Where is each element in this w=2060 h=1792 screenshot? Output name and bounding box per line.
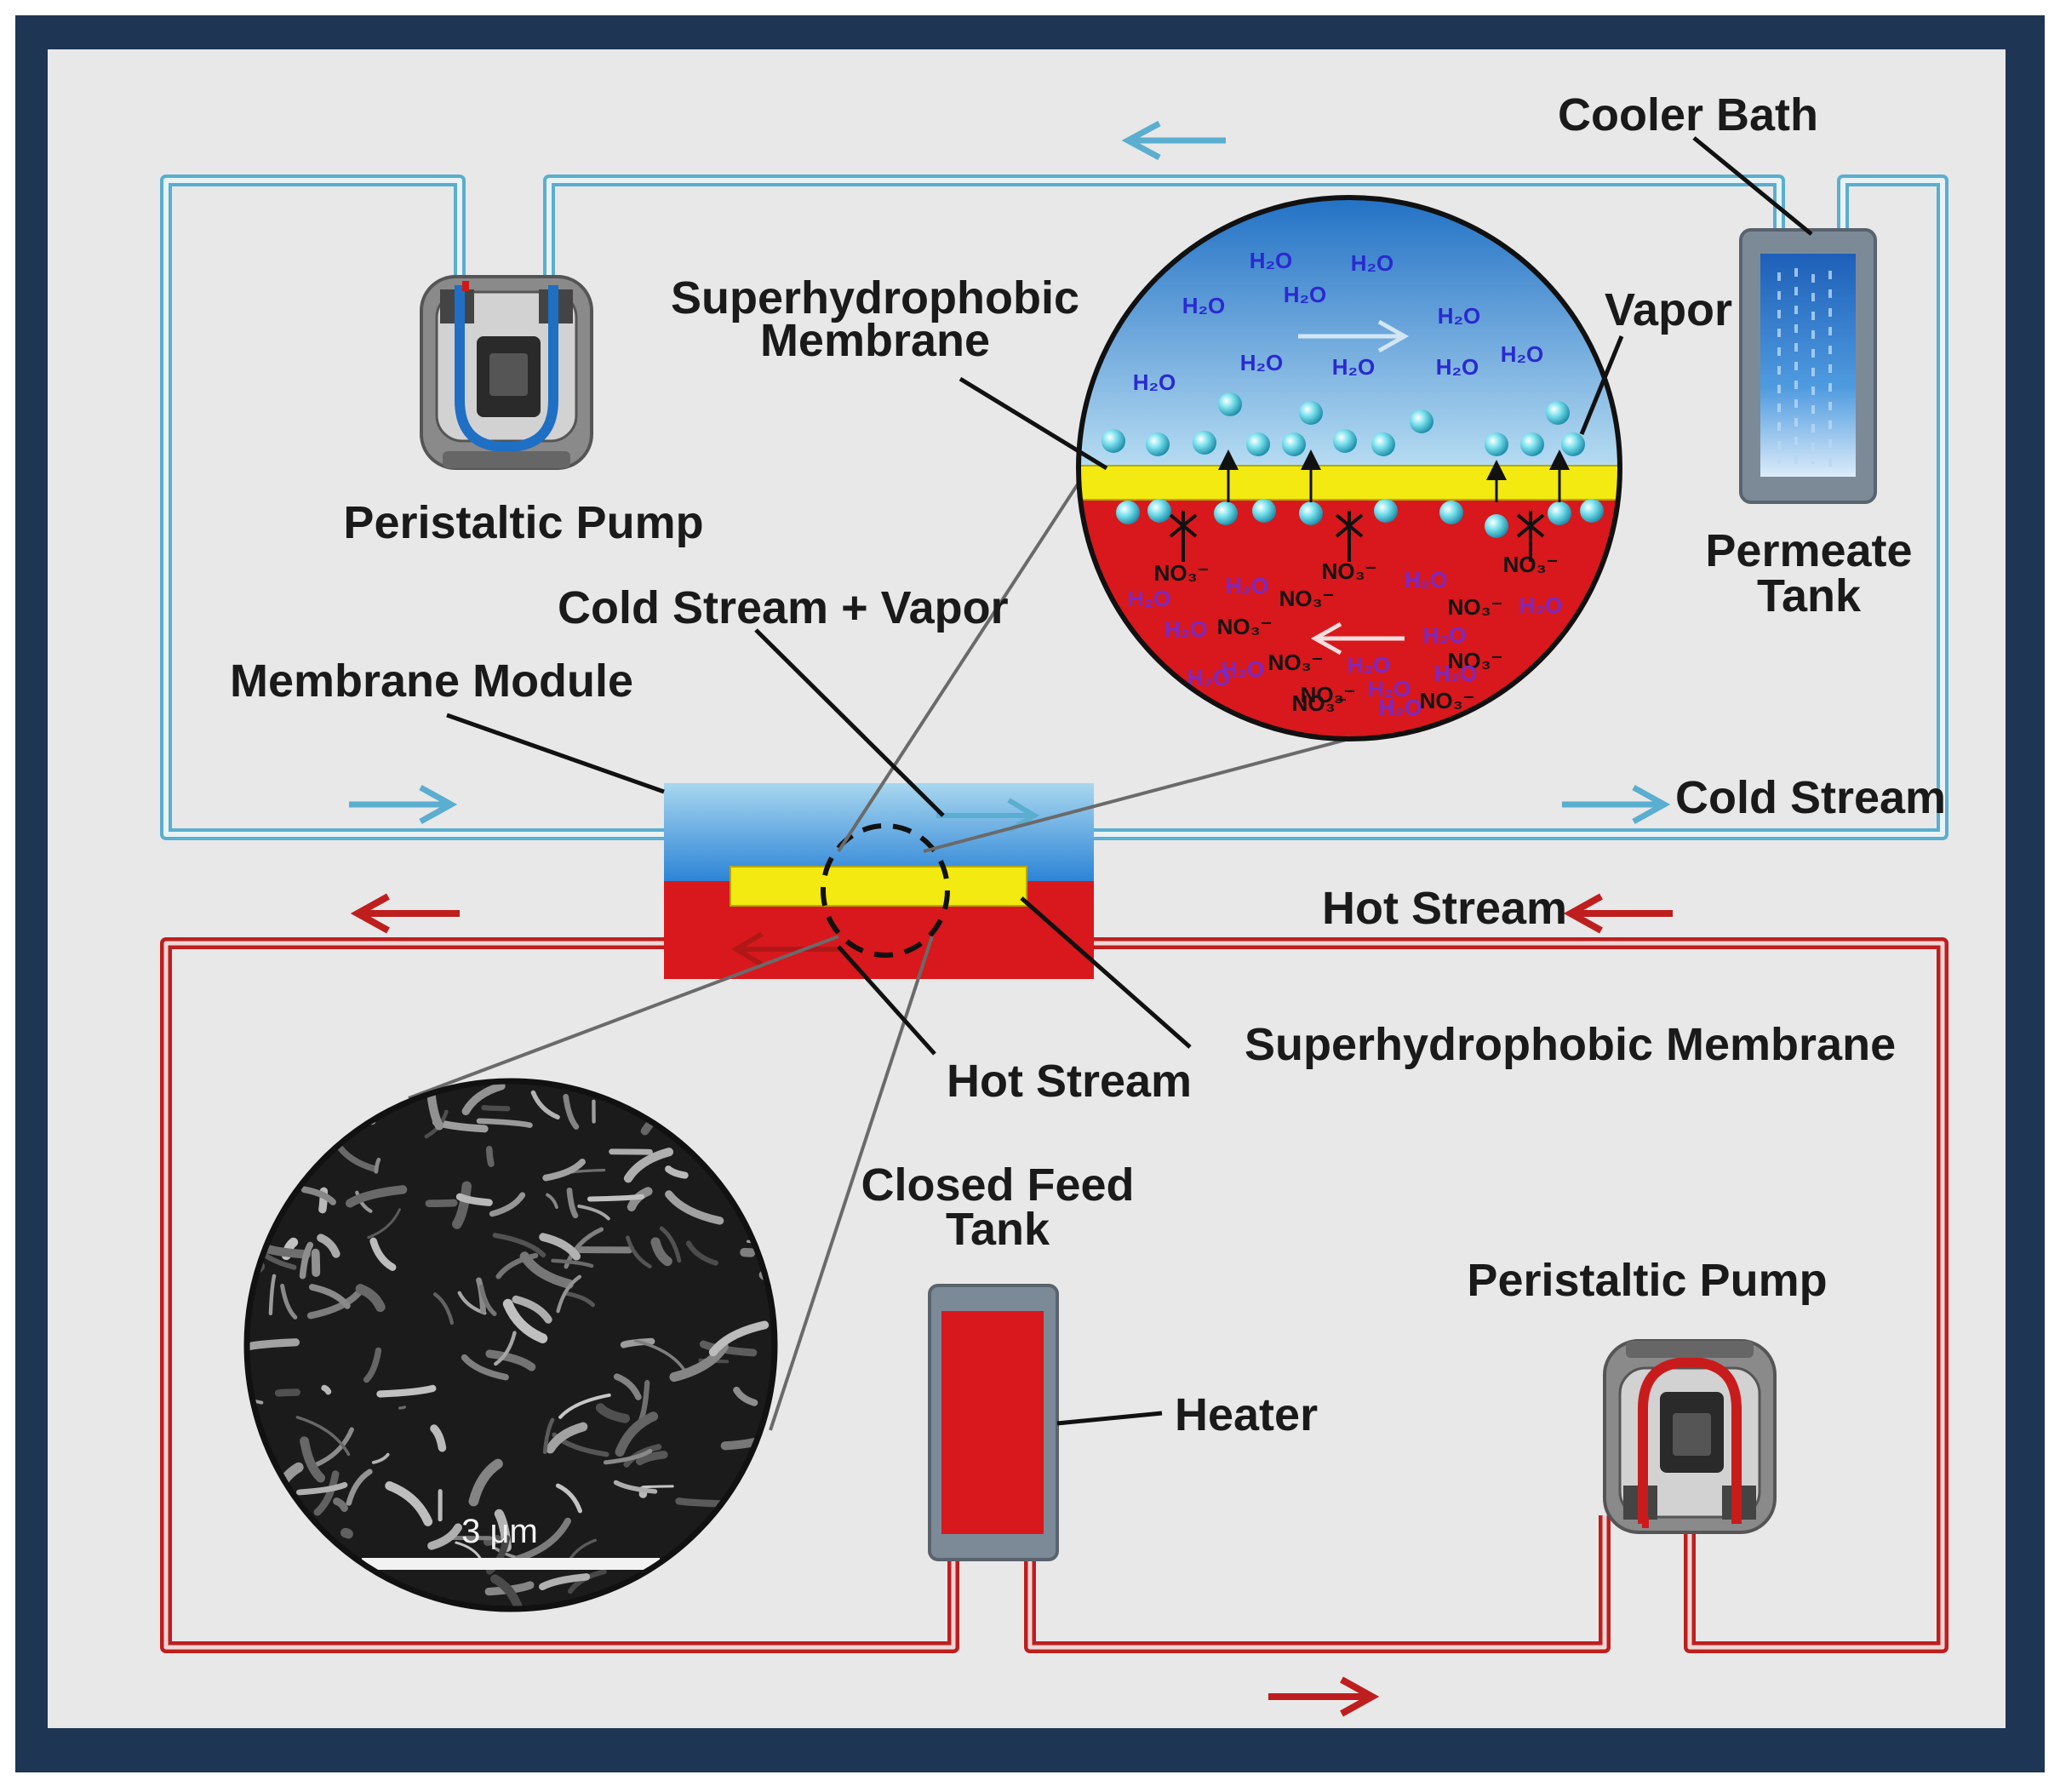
water-molecule-label: H₂O (1182, 293, 1226, 318)
vapor-label: Vapor (1605, 284, 1732, 335)
feed-tank-icon (930, 1285, 1057, 1560)
cooler-bath-label: Cooler Bath (1558, 89, 1818, 140)
sem-fiber (346, 1533, 348, 1534)
nitrate-ion-label: NO₃⁻ (1268, 650, 1324, 675)
sem-fiber (245, 1343, 295, 1348)
vapor-droplet (1374, 499, 1398, 523)
hot-stream-label: Hot Stream (1322, 883, 1567, 934)
scale-bar-label: 3 μm (461, 1513, 538, 1550)
permeate-tank-label-line2: Tank (1757, 570, 1862, 621)
vapor-droplet (1546, 401, 1570, 425)
water-molecule-label: H₂O (1423, 622, 1467, 648)
water-molecule-label: H₂O (1501, 341, 1544, 367)
vapor-droplet (1218, 392, 1242, 416)
water-molecule-label: H₂O (1438, 303, 1481, 329)
water-molecule-label: H₂O (1434, 661, 1478, 686)
sem-fiber (400, 1407, 405, 1408)
nitrate-ion-label: NO₃⁻ (1448, 594, 1503, 620)
vapor-droplet (1252, 499, 1276, 523)
water-molecule-label: H₂O (1405, 567, 1448, 593)
water-molecule-label: H₂O (1348, 652, 1391, 678)
vapor-droplet (1116, 501, 1140, 524)
water-molecule-label: H₂O (1133, 369, 1176, 395)
water-molecule-label: H₂O (1128, 586, 1171, 611)
sem-fiber (590, 1197, 642, 1199)
vapor-droplet (1282, 432, 1306, 456)
peristaltic-pump-top-label: Peristaltic Pump (343, 497, 703, 548)
nitrate-ion-label: NO₃⁻ (1301, 682, 1356, 707)
water-molecule-label: H₂O (1284, 282, 1327, 307)
vapor-droplet (1410, 409, 1433, 433)
nitrate-ion-label: NO₃⁻ (1154, 560, 1210, 586)
water-molecule-label: H₂O (1187, 665, 1231, 690)
cold-stream-vapor-label: Cold Stream + Vapor (558, 582, 1009, 633)
vapor-droplet (1299, 401, 1323, 425)
permeate-tank-label: Permeate (1705, 525, 1912, 576)
vapor-droplet (1439, 501, 1463, 524)
sem-fiber (316, 1253, 317, 1273)
sem-fiber (278, 1393, 297, 1394)
vapor-droplet (1147, 499, 1171, 523)
superhydrophobic-membrane-label-line2: Membrane (760, 315, 990, 366)
closed-feed-tank-label: Closed Feed (861, 1159, 1134, 1211)
nitrate-ion-label: NO₃⁻ (1217, 614, 1273, 639)
vapor-droplet (1193, 431, 1216, 455)
sem-fiber (324, 1388, 329, 1391)
water-molecule-label: H₂O (1164, 616, 1208, 642)
sem-fiber (429, 1203, 454, 1204)
closed-feed-tank-label-line2: Tank (946, 1204, 1050, 1255)
vapor-droplet (1485, 432, 1508, 456)
water-molecule-label: H₂O (1240, 350, 1284, 375)
water-molecule-label: H₂O (1351, 250, 1394, 276)
water-molecule-label: H₂O (1379, 695, 1422, 720)
water-molecule-label: H₂O (1332, 354, 1376, 380)
water-molecule-label: H₂O (1250, 248, 1293, 273)
vapor-droplet (1146, 432, 1170, 456)
nitrate-ion-label: NO₃⁻ (1322, 558, 1377, 584)
nitrate-ion-label: NO₃⁻ (1279, 586, 1335, 611)
sem-fiber (644, 1486, 672, 1487)
vapor-droplet (1246, 432, 1270, 456)
heater-label: Heater (1175, 1389, 1318, 1440)
vapor-droplet (1485, 514, 1508, 538)
membrane-module-label: Membrane Module (230, 656, 633, 707)
peristaltic-pump-bottom-label: Peristaltic Pump (1467, 1255, 1827, 1306)
sem-fiber (376, 1159, 379, 1171)
membrane-module (664, 783, 1094, 979)
sem-fiber (489, 1149, 491, 1164)
vapor-droplet (1333, 429, 1357, 453)
vapor-droplet (1299, 501, 1323, 525)
water-molecule-label: H₂O (1436, 354, 1479, 380)
scale-bar (362, 1558, 660, 1570)
vapor-droplet (1102, 429, 1125, 453)
hot-stream-module-label: Hot Stream (947, 1056, 1192, 1107)
superhydrophobic-membrane-bottom-label: Superhydrophobic Membrane (1245, 1019, 1896, 1070)
water-molecule-label: H₂O (1226, 573, 1269, 598)
peristaltic-pump-icon (421, 277, 592, 468)
permeate-tank-icon (1741, 230, 1875, 502)
vapor-droplet (1580, 499, 1604, 523)
vapor-droplet (1548, 501, 1571, 525)
vapor-droplet (1520, 432, 1544, 456)
vapor-droplet (1561, 432, 1585, 456)
water-molecule-label: H₂O (1519, 593, 1563, 618)
vapor-droplet (1214, 501, 1238, 525)
peristaltic-pump-icon (1605, 1341, 1775, 1532)
vapor-droplet (1371, 432, 1395, 456)
cold-stream-label: Cold Stream (1675, 772, 1946, 823)
